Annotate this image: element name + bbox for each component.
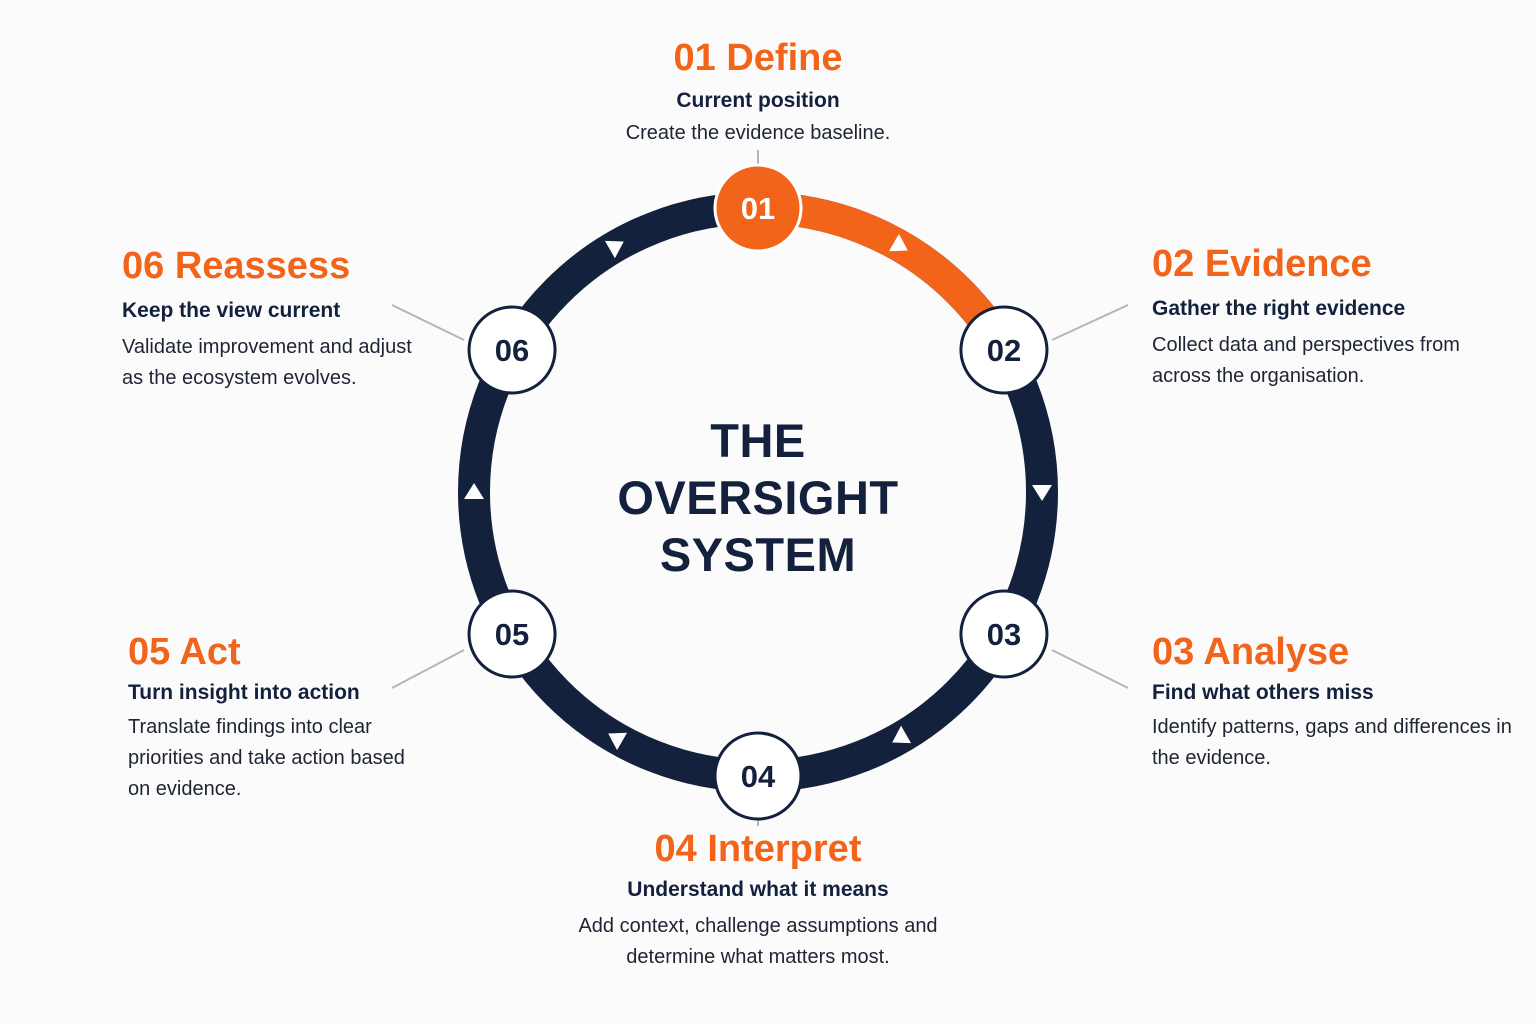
step-reassess: 06 Reassess Keep the view current Valida… (122, 244, 422, 394)
triangle-arrow-icon (888, 233, 908, 252)
connector-06 (391, 304, 465, 341)
step-node-number: 01 (741, 191, 775, 226)
connector-03 (1051, 649, 1129, 689)
step-evidence: 02 Evidence Gather the right evidence Co… (1152, 242, 1512, 392)
step-node-number: 06 (495, 333, 529, 368)
step-description: Collect data and perspectives from acros… (1152, 334, 1460, 387)
title-line-3: SYSTEM (659, 528, 857, 581)
step-node-number: 03 (987, 617, 1021, 652)
step-subheading: Understand what it means (627, 878, 889, 901)
step-node-05: 05 (467, 589, 557, 679)
step-node-circle (713, 163, 803, 253)
step-description: Create the evidence baseline. (625, 122, 891, 144)
step-node-03: 03 (959, 589, 1049, 679)
connector-05 (391, 649, 465, 689)
diagram-title: THE OVERSIGHT SYSTEM (558, 412, 958, 583)
step-heading: 04 Interpret (654, 828, 862, 870)
step-node-number: 04 (741, 759, 776, 794)
step-description: Identify patterns, gaps and differences … (1152, 716, 1512, 769)
step-heading: 06 Reassess (122, 245, 351, 287)
step-node-04: 04 (713, 731, 803, 821)
step-node-02: 02 (959, 305, 1049, 395)
step-subheading: Find what others miss (1152, 681, 1374, 704)
triangle-arrow-icon (1032, 485, 1052, 501)
step-analyse: 03 Analyse Find what others miss Identif… (1152, 630, 1512, 774)
title-line-2: OVERSIGHT (617, 471, 899, 524)
title-line-1: THE (710, 414, 806, 467)
step-subheading: Current position (676, 89, 840, 112)
step-heading: 05 Act (128, 631, 241, 673)
step-node-circle (959, 589, 1049, 679)
step-description: Validate improvement and adjust as the e… (122, 336, 412, 389)
step-node-number: 05 (495, 617, 529, 652)
connector-02 (1051, 304, 1129, 341)
step-node-01: 01 (713, 163, 803, 253)
step-define: 01 Define Current position Create the ev… (558, 36, 958, 149)
step-description: Translate findings into clear priorities… (128, 716, 405, 800)
step-description: Add context, challenge assumptions and d… (578, 915, 938, 968)
step-node-number: 02 (987, 333, 1021, 368)
triangle-arrow-icon (892, 725, 912, 744)
step-heading: 03 Analyse (1152, 631, 1350, 673)
step-heading: 02 Evidence (1152, 243, 1372, 285)
step-interpret: 04 Interpret Understand what it means Ad… (558, 827, 958, 973)
step-subheading: Keep the view current (122, 299, 341, 322)
triangle-arrow-icon (604, 240, 624, 259)
step-heading: 01 Define (673, 37, 843, 79)
node-group: 01 02 03 04 05 06 (467, 163, 1049, 821)
step-node-circle (467, 305, 557, 395)
step-subheading: Turn insight into action (128, 681, 360, 704)
step-node-circle (467, 589, 557, 679)
triangle-arrow-icon (608, 732, 628, 751)
step-node-circle (959, 305, 1049, 395)
step-node-06: 06 (467, 305, 557, 395)
step-node-circle (713, 731, 803, 821)
triangle-arrow-icon (464, 483, 484, 499)
step-subheading: Gather the right evidence (1152, 297, 1406, 320)
arrow-group (464, 233, 1052, 751)
step-act: 05 Act Turn insight into action Translat… (128, 630, 428, 805)
